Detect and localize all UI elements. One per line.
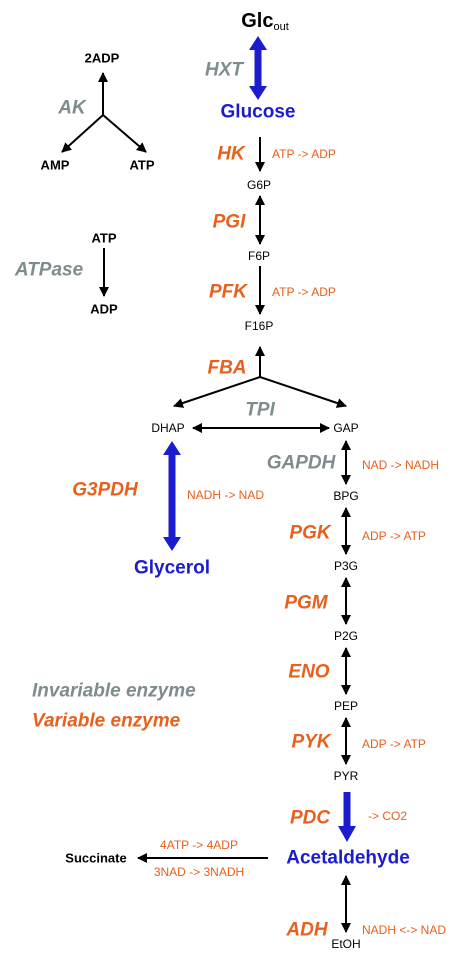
etoh-label: EtOH xyxy=(331,937,361,951)
pgm-enzyme-label: PGM xyxy=(284,592,328,614)
hk-enzyme-label: HK xyxy=(217,143,245,165)
succinate-label: Succinate xyxy=(65,850,127,866)
fba-split-arrow xyxy=(173,346,347,408)
succinate-nad-cofactor-label: 3NAD -> 3NADH xyxy=(153,865,245,879)
f16p-label: F16P xyxy=(244,319,274,333)
hxt-enzyme-label: HXT xyxy=(205,59,243,81)
ak-arrow xyxy=(61,72,147,153)
glycerol-label: Glycerol xyxy=(133,557,211,579)
2adp-label: 2ADP xyxy=(84,50,120,66)
ak-enzyme-label: AK xyxy=(58,97,86,119)
p2g-label: P2G xyxy=(333,629,359,643)
fba-enzyme-label: FBA xyxy=(207,357,247,379)
adh-cofactor-label: NADH <-> NAD xyxy=(362,923,447,937)
pdc-enzyme-label: PDC xyxy=(289,807,331,829)
hxt-transport-arrow xyxy=(249,36,267,100)
atp-atpase-label: ATP xyxy=(91,230,117,246)
gapdh-enzyme-label: GAPDH xyxy=(266,452,336,474)
pyr-label: PYR xyxy=(333,769,359,783)
gapdh-cofactor-label: NAD -> NADH xyxy=(362,458,440,472)
bpg-label: BPG xyxy=(333,489,359,503)
pfk-cofactor-label: ATP -> ADP xyxy=(272,285,336,299)
pdc-arrow xyxy=(338,792,356,842)
pyk-cofactor-label: ADP -> ATP xyxy=(362,737,426,751)
adh-enzyme-label: ADH xyxy=(286,919,328,941)
f6p-label: F6P xyxy=(247,249,271,263)
glc-out-label: Glcout xyxy=(241,10,289,33)
succinate-atp-cofactor-label: 4ATP -> 4ADP xyxy=(160,838,238,852)
legend-variable: Variable enzyme xyxy=(32,710,181,732)
tpi-enzyme-label: TPI xyxy=(245,399,275,421)
g3pdh-arrow xyxy=(163,441,181,551)
pep-label: PEP xyxy=(333,699,359,713)
atp-ak-label: ATP xyxy=(129,157,155,173)
gap-label: GAP xyxy=(333,421,359,435)
g3pdh-cofactor-label: NADH -> NAD xyxy=(187,488,265,502)
g6p-label: G6P xyxy=(246,178,272,192)
atpase-enzyme-label: ATPase xyxy=(14,259,84,281)
adp-atpase-label: ADP xyxy=(90,301,118,317)
hk-cofactor-label: ATP -> ADP xyxy=(272,147,336,161)
pfk-enzyme-label: PFK xyxy=(209,281,247,303)
pgi-enzyme-label: PGI xyxy=(212,211,246,233)
legend-invariable: Invariable enzyme xyxy=(32,680,196,702)
eno-enzyme-label: ENO xyxy=(288,661,330,683)
glucose-label: Glucose xyxy=(220,101,296,123)
pyk-enzyme-label: PYK xyxy=(291,731,331,753)
p3g-label: P3G xyxy=(333,559,359,573)
g3pdh-enzyme-label: G3PDH xyxy=(72,479,138,501)
pgk-cofactor-label: ADP -> ATP xyxy=(362,529,426,543)
dhap-label: DHAP xyxy=(151,421,185,435)
acetaldehyde-label: Acetaldehyde xyxy=(286,847,410,869)
amp-label: AMP xyxy=(40,157,70,173)
pdc-cofactor-label: -> CO2 xyxy=(368,809,408,823)
pgk-enzyme-label: PGK xyxy=(289,522,331,544)
